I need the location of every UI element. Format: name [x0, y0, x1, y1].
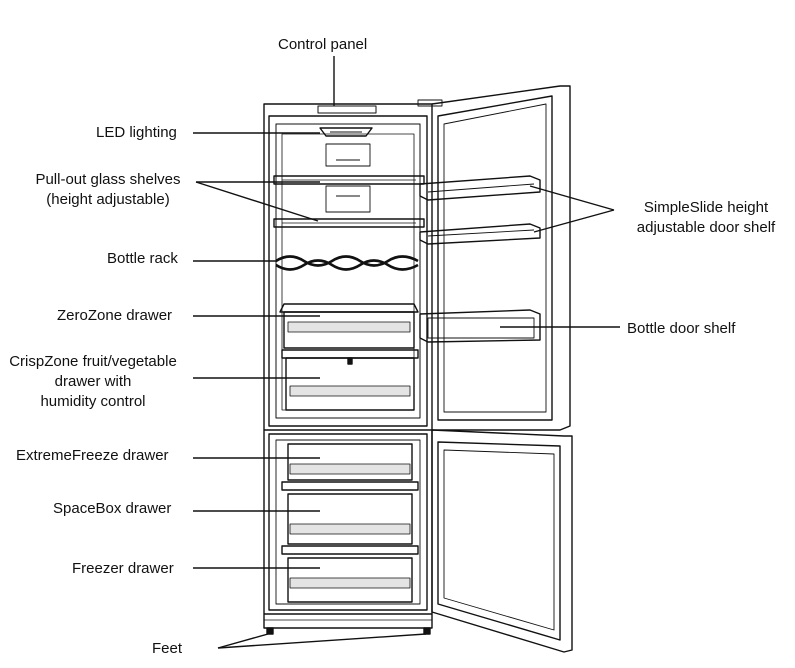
glass-shelf-upper: [273, 175, 425, 185]
freezer-compartment: [275, 439, 421, 605]
label-extremefreeze-drawer: ExtremeFreeze drawer: [16, 447, 169, 464]
leader-foot-left: [217, 633, 269, 649]
label-simpleslide-line1: SimpleSlide height: [643, 199, 769, 216]
fridge-door: [417, 85, 571, 431]
leader-foot-right: [217, 633, 427, 649]
label-control-panel: Control panel: [278, 36, 368, 53]
label-glass-shelves: Pull-out glass shelves (height adjustabl…: [14, 170, 202, 210]
label-simpleslide-door-shelf: SimpleSlide height adjustable door shelf: [620, 198, 792, 238]
label-bottle-door-shelf: Bottle door shelf: [627, 320, 736, 337]
label-feet: Feet: [152, 640, 183, 657]
control-panel: [317, 105, 377, 114]
spacebox-drawer: [281, 493, 419, 555]
leader-simpleslide-lower: [533, 209, 615, 233]
bottle-rack: [275, 255, 419, 271]
feet: [266, 627, 431, 635]
freezer-drawer: [287, 557, 413, 603]
label-freezer-drawer: Freezer drawer: [72, 560, 174, 577]
label-glass-shelves-line1: Pull-out glass shelves: [35, 171, 181, 188]
leader-simpleslide-upper: [529, 185, 615, 211]
label-bottle-rack: Bottle rack: [107, 250, 178, 267]
label-glass-shelves-line2: (height adjustable): [46, 191, 170, 208]
led-lighting: [319, 127, 373, 137]
simpleslide-door-shelf-upper: [419, 175, 541, 201]
label-crispzone-line1: CrispZone fruit/vegetable: [9, 353, 177, 370]
crispzone-drawer: [281, 349, 419, 411]
rear-wall-detail: [325, 143, 371, 213]
glass-shelf-middle: [273, 218, 425, 228]
label-zerozone-drawer: ZeroZone drawer: [57, 307, 173, 324]
bottle-door-shelf: [419, 309, 541, 343]
label-simpleslide-line2: adjustable door shelf: [636, 219, 776, 236]
zerozone-drawer: [279, 303, 419, 349]
leader-shelf-middle: [195, 181, 319, 222]
label-spacebox-drawer: SpaceBox drawer: [53, 500, 172, 517]
label-crispzone-line2: drawer with: [54, 373, 132, 390]
simpleslide-door-shelf-lower: [419, 223, 541, 245]
label-crispzone-drawer: CrispZone fruit/vegetable drawer with hu…: [0, 352, 186, 412]
leader-lines: [193, 56, 620, 649]
extremefreeze-drawer: [281, 443, 419, 491]
cabinet-body: [263, 103, 433, 629]
label-crispzone-line3: humidity control: [40, 393, 146, 410]
label-led-lighting: LED lighting: [96, 124, 177, 141]
freezer-door: [431, 429, 573, 653]
